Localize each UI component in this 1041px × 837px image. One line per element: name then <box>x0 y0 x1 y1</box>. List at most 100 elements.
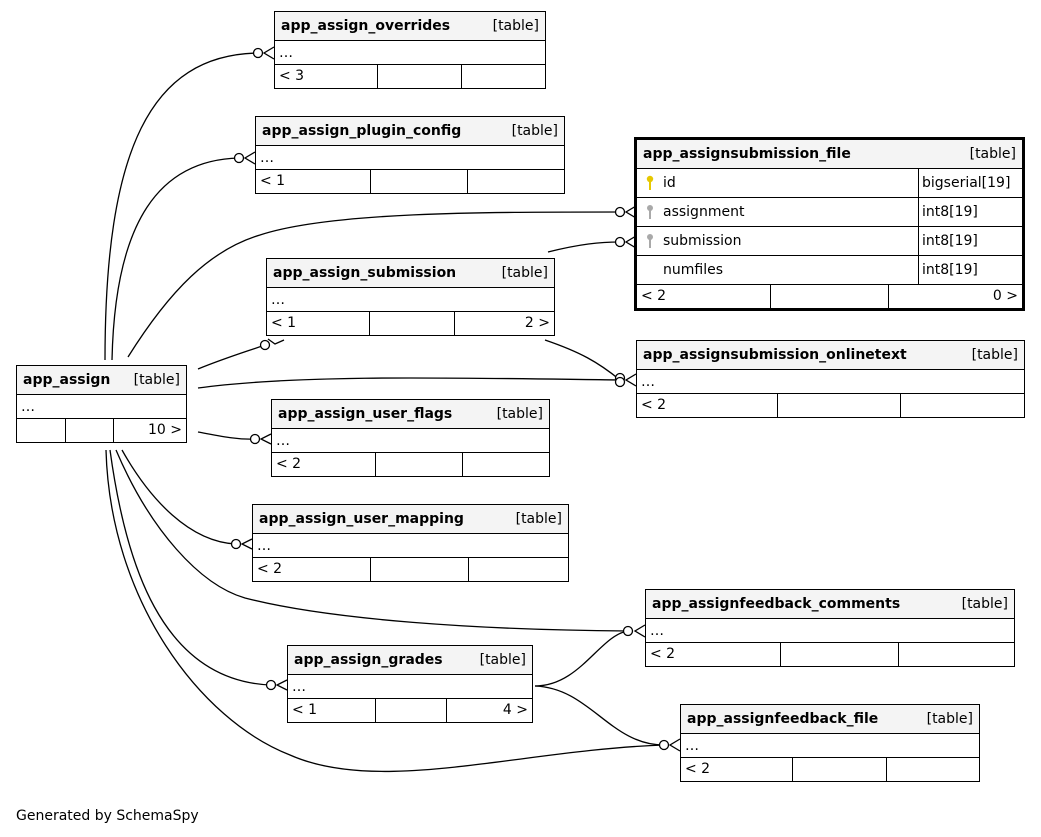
parent-count <box>17 419 66 442</box>
table-name[interactable]: app_assignsubmission_file <box>643 146 851 162</box>
parent-count: < 2 <box>637 394 778 417</box>
child-count <box>469 558 568 581</box>
child-count <box>887 758 979 781</box>
column-type: bigserial[19] <box>922 175 1011 191</box>
link-userflags <box>197 431 256 440</box>
column-row-submission[interactable]: submission int8[19] <box>637 227 1022 256</box>
table-header: app_assignsubmission_onlinetext [table] <box>637 341 1024 370</box>
table-type-tag: [table] <box>501 265 548 281</box>
table-app-assign-user-mapping[interactable]: app_assign_user_mapping [table] … < 2 <box>252 504 569 582</box>
table-name[interactable]: app_assign_user_flags <box>278 406 453 422</box>
parent-count: < 2 <box>637 285 771 308</box>
link-subfile-assignment <box>127 211 621 358</box>
footer-cell <box>778 394 901 417</box>
table-row: … <box>275 41 545 65</box>
foreign-key-icon <box>641 204 659 220</box>
parent-count: < 1 <box>267 312 370 335</box>
child-count <box>468 170 564 193</box>
column-row-id[interactable]: id bigserial[19] <box>637 169 1022 198</box>
table-footer: < 2 <box>637 394 1024 417</box>
table-app-assign-user-flags[interactable]: app_assign_user_flags [table] … < 2 <box>271 399 550 477</box>
link-grades <box>109 449 271 686</box>
table-app-assign-overrides[interactable]: app_assign_overrides [table] … < 3 <box>274 11 546 89</box>
table-name[interactable]: app_assign_plugin_config <box>262 123 462 139</box>
link-grades-fbfile <box>534 685 665 746</box>
table-app-assign-plugin-config[interactable]: app_assign_plugin_config [table] … < 1 <box>255 116 565 194</box>
table-footer: < 2 0 > <box>637 285 1022 308</box>
table-footer: 10 > <box>17 419 186 442</box>
parent-count: < 2 <box>272 453 376 476</box>
child-count: 2 > <box>524 315 550 331</box>
column-type: int8[19] <box>922 233 978 249</box>
table-type-tag: [table] <box>496 406 543 422</box>
footer-cell <box>378 65 462 88</box>
table-name[interactable]: app_assign_overrides <box>281 18 451 34</box>
table-name[interactable]: app_assign_user_mapping <box>259 511 464 527</box>
table-type-tag: [table] <box>971 347 1018 363</box>
table-footer: < 2 <box>253 558 568 581</box>
parent-count: < 2 <box>253 558 371 581</box>
generated-by-credit: Generated by SchemaSpy <box>16 808 199 824</box>
link-subfile-submission <box>547 241 621 253</box>
link-fbcomments <box>115 449 629 632</box>
table-footer: < 1 2 > <box>267 312 554 335</box>
column-row-numfiles[interactable]: numfiles int8[19] <box>637 256 1022 285</box>
table-app-assignfeedback-comments[interactable]: app_assignfeedback_comments [table] … < … <box>645 589 1015 667</box>
child-count <box>462 65 545 88</box>
table-app-assign[interactable]: app_assign [table] … 10 > <box>16 365 187 443</box>
parent-count: < 2 <box>681 758 793 781</box>
table-row: … <box>288 675 532 699</box>
table-row: … <box>256 146 564 170</box>
child-count <box>899 643 1014 666</box>
link-grades-fbcomments <box>534 630 629 687</box>
table-header: app_assign_plugin_config [table] <box>256 117 564 146</box>
link-submission <box>197 344 266 370</box>
column-name: numfiles <box>663 262 723 278</box>
footer-cell <box>370 312 455 335</box>
table-name[interactable]: app_assignfeedback_file <box>687 711 879 727</box>
table-name[interactable]: app_assign_grades <box>294 652 443 668</box>
child-count: 0 > <box>992 288 1018 304</box>
column-name: submission <box>663 233 742 249</box>
parent-count: < 2 <box>646 643 781 666</box>
table-footer: < 2 <box>681 758 979 781</box>
table-header: app_assign_user_mapping [table] <box>253 505 568 534</box>
child-count: 10 > <box>148 422 182 438</box>
table-type-tag: [table] <box>133 372 180 388</box>
parent-count: < 3 <box>275 65 378 88</box>
primary-key-icon <box>641 175 659 191</box>
column-row-assignment[interactable]: assignment int8[19] <box>637 198 1022 227</box>
footer-cell <box>781 643 899 666</box>
column-type: int8[19] <box>922 262 978 278</box>
table-app-assignsubmission-onlinetext[interactable]: app_assignsubmission_onlinetext [table] … <box>636 340 1025 418</box>
table-name[interactable]: app_assignfeedback_comments <box>652 596 901 612</box>
table-header: app_assignfeedback_comments [table] <box>646 590 1014 619</box>
footer-cell <box>376 699 447 722</box>
table-row: … <box>267 288 554 312</box>
child-count <box>901 394 1024 417</box>
table-app-assign-grades[interactable]: app_assign_grades [table] … < 1 4 > <box>287 645 533 723</box>
table-type-tag: [table] <box>515 511 562 527</box>
table-header: app_assign_grades [table] <box>288 646 532 675</box>
table-footer: < 3 <box>275 65 545 88</box>
table-row: … <box>253 534 568 558</box>
table-type-tag: [table] <box>969 146 1016 162</box>
table-app-assignfeedback-file[interactable]: app_assignfeedback_file [table] … < 2 <box>680 704 980 782</box>
link-fbfile <box>105 449 665 773</box>
link-mapping <box>121 449 237 545</box>
footer-cell <box>371 170 468 193</box>
table-header: app_assign [table] <box>17 366 186 395</box>
column-type: int8[19] <box>922 204 978 220</box>
table-name[interactable]: app_assign_submission <box>273 265 457 281</box>
footer-cell <box>793 758 887 781</box>
foreign-key-icon <box>641 233 659 249</box>
table-app-assign-submission[interactable]: app_assign_submission [table] … < 1 2 > <box>266 258 555 336</box>
table-name[interactable]: app_assign <box>23 372 111 388</box>
table-app-assignsubmission-file[interactable]: app_assignsubmission_file [table] id big… <box>634 137 1025 311</box>
table-name[interactable]: app_assignsubmission_onlinetext <box>643 347 907 363</box>
table-row: … <box>272 429 549 453</box>
table-footer: < 1 4 > <box>288 699 532 722</box>
table-type-tag: [table] <box>479 652 526 668</box>
table-row: … <box>681 734 979 758</box>
child-count <box>463 453 549 476</box>
